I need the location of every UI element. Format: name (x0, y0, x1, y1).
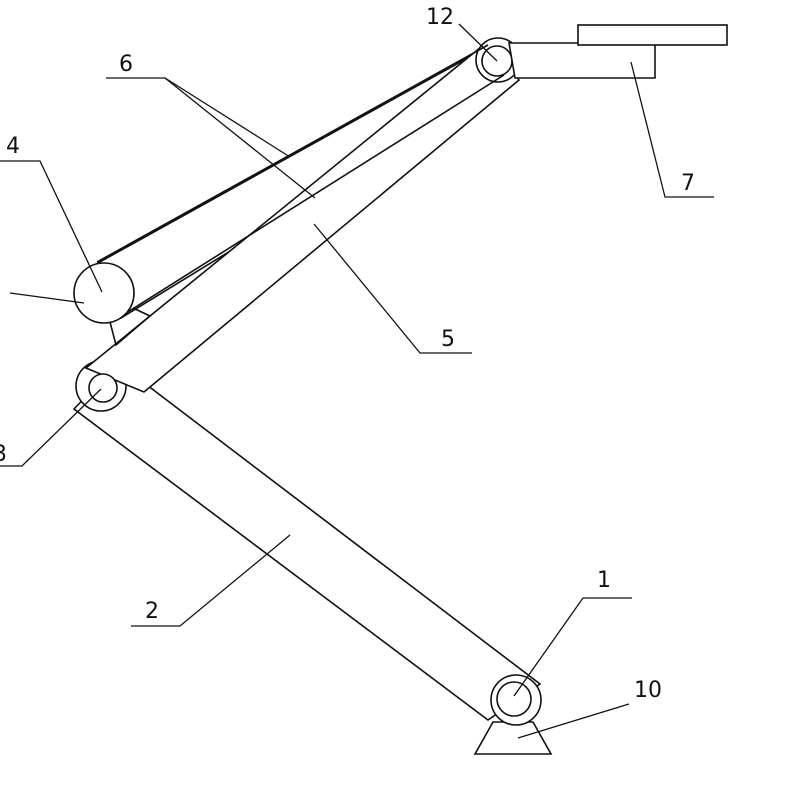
pulley-4 (73, 262, 135, 324)
pivot-pin-1 (496, 681, 532, 717)
leader-10 (517, 703, 630, 739)
platform-plate (577, 24, 728, 46)
label-6: 6 (119, 52, 133, 77)
base-support (473, 721, 553, 755)
leader-2 (131, 534, 291, 627)
label-7: 7 (681, 171, 695, 196)
belt-inner-line (122, 74, 505, 316)
leader-12 (458, 23, 498, 62)
leader-6a (106, 77, 291, 158)
leader-1 (513, 597, 632, 697)
lower-arm (72, 361, 542, 721)
label-4: 4 (6, 134, 20, 159)
leader-6b (164, 77, 316, 199)
motor-bracket (109, 307, 152, 347)
leader-3 (0, 388, 102, 467)
label-3: 3 (0, 442, 7, 467)
belt-outer-line (96, 44, 489, 263)
leader-7 (630, 61, 714, 198)
label-1: 1 (597, 568, 611, 593)
leader-5 (313, 223, 472, 354)
leader-4 (0, 160, 103, 293)
label-2: 2 (145, 599, 159, 624)
leader-unlabeled (9, 292, 85, 304)
label-5: 5 (441, 327, 455, 352)
label-10: 10 (634, 678, 662, 703)
upper-arm (84, 41, 521, 393)
label-12: 12 (426, 5, 454, 30)
pivot-pin-3 (88, 373, 118, 403)
